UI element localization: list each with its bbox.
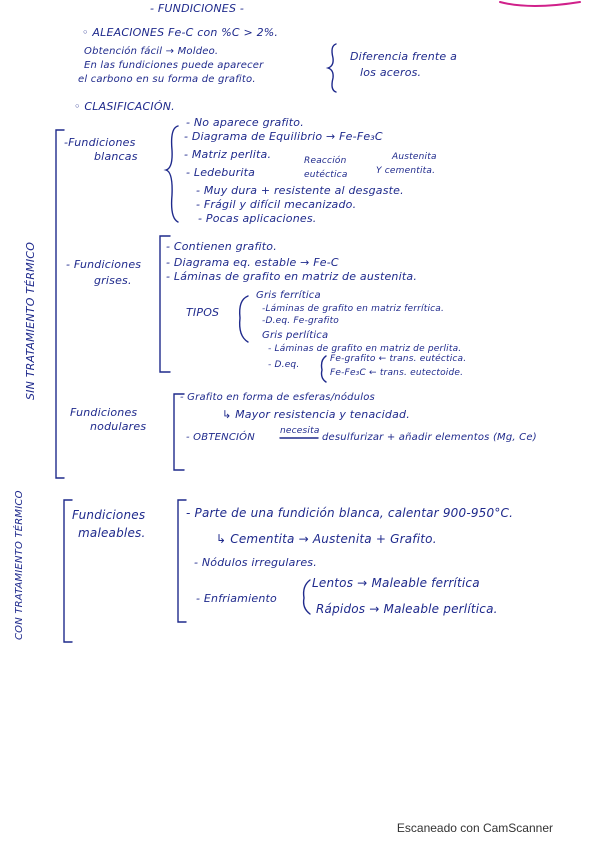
grises-perlitica-3: Fe-grafito ← trans. eutéctica. — [330, 354, 467, 364]
intro-brace — [325, 43, 337, 93]
grises-ferritica: Gris ferrítica — [256, 290, 321, 301]
maleables-line3: - Nódulos irregulares. — [194, 556, 317, 569]
maleables-slow: Lentos → Maleable ferrítica — [312, 576, 480, 590]
blancas-reaction: Reacción — [304, 156, 347, 166]
grises-ferritica-2: -D.eq. Fe-grafito — [262, 316, 340, 326]
pink-mark — [499, 1, 581, 7]
intro-right-line1: Diferencia frente a — [350, 50, 458, 63]
intro-right-line2: los aceros. — [360, 66, 422, 79]
nodulares-title-2: nodulares — [90, 420, 147, 433]
nodulares-line2: ↳ Mayor resistencia y tenacidad. — [222, 408, 410, 421]
grises-item: - Láminas de grafito en matriz de austen… — [166, 270, 418, 283]
grises-tipos: TIPOS — [186, 306, 220, 319]
nodulares-bracket — [173, 393, 185, 471]
side-label-sin-tratamiento: SIN TRATAMIENTO TÉRMICO — [24, 241, 37, 400]
maleables-bracket — [177, 499, 187, 623]
grises-ferritica-1: -Láminas de grafito en matriz ferrítica. — [262, 304, 445, 314]
blancas-item: - Pocas aplicaciones. — [198, 212, 317, 225]
outer-bracket-top — [55, 129, 65, 479]
blancas-item: - Muy dura + resistente al desgaste. — [196, 184, 404, 197]
blancas-austenite: Austenita — [392, 152, 437, 162]
grises-bracket — [159, 235, 171, 373]
blancas-brace — [163, 125, 179, 223]
grises-title-2: grises. — [94, 274, 132, 287]
intro-left-line3: el carbono en su forma de grafito. — [78, 74, 256, 85]
blancas-item: - Diagrama de Equilibrio → Fe-Fe₃C — [184, 130, 383, 143]
maleables-title-1: Fundiciones — [72, 508, 146, 522]
blancas-item: - No aparece grafito. — [186, 116, 304, 129]
blancas-title-1: -Fundiciones — [64, 136, 136, 149]
maleables-line4: - Enfriamiento — [196, 592, 277, 605]
maleables-line1: - Parte de una fundición blanca, calenta… — [186, 506, 514, 520]
nodulares-line1: - Grafito en forma de esferas/nódulos — [180, 392, 375, 403]
blancas-item: - Matriz perlita. — [184, 148, 272, 161]
scanner-watermark: Escaneado con CamScanner — [396, 821, 553, 835]
nodulares-line3b: necesita — [280, 426, 320, 436]
blancas-item: - Ledeburita — [186, 166, 256, 179]
enfriamiento-brace — [302, 579, 311, 615]
outer-bracket-bottom — [63, 499, 73, 643]
intro-left-line2: En las fundiciones puede aparecer — [84, 60, 264, 71]
deq-brace — [320, 355, 327, 383]
intro-bullet: ◦ ALEACIONES Fe-C con %C > 2%. — [82, 26, 279, 39]
grises-item: - Diagrama eq. estable → Fe-C — [166, 256, 339, 269]
grises-title-1: - Fundiciones — [66, 258, 142, 271]
maleables-fast: Rápidos → Maleable perlítica. — [316, 602, 498, 616]
maleables-line2: ↳ Cementita → Austenita + Grafito. — [216, 532, 437, 546]
blancas-item: - Frágil y difícil mecanizado. — [196, 198, 357, 211]
tipos-brace — [238, 295, 249, 343]
page-title: - FUNDICIONES - — [150, 2, 244, 15]
grises-item: - Contienen grafito. — [166, 240, 277, 253]
blancas-eutectic: eutéctica — [304, 170, 348, 180]
grises-perlitica-2: - D.eq. — [268, 360, 300, 370]
classification-label: ◦ CLASIFICACIÓN. — [74, 100, 175, 113]
grises-perlitica-4: Fe-Fe₃C ← trans. eutectoide. — [330, 368, 464, 378]
blancas-title-2: blancas — [94, 150, 138, 163]
nodulares-line3c: desulfurizar + añadir elementos (Mg, Ce) — [322, 432, 537, 443]
side-label-con-tratamiento: CON TRATAMIENTO TÉRMICO — [14, 490, 25, 640]
intro-left-line1: Obtención fácil → Moldeo. — [84, 46, 219, 57]
grises-perlitica: Gris perlítica — [262, 330, 329, 341]
grises-perlitica-1: - Láminas de grafito en matriz de perlit… — [268, 344, 462, 354]
blancas-cementite: Y cementita. — [376, 166, 436, 176]
nodulares-line3a: - OBTENCIÓN — [186, 432, 255, 443]
maleables-title-2: maleables. — [78, 526, 146, 540]
nodulares-title-1: Fundiciones — [70, 406, 138, 419]
